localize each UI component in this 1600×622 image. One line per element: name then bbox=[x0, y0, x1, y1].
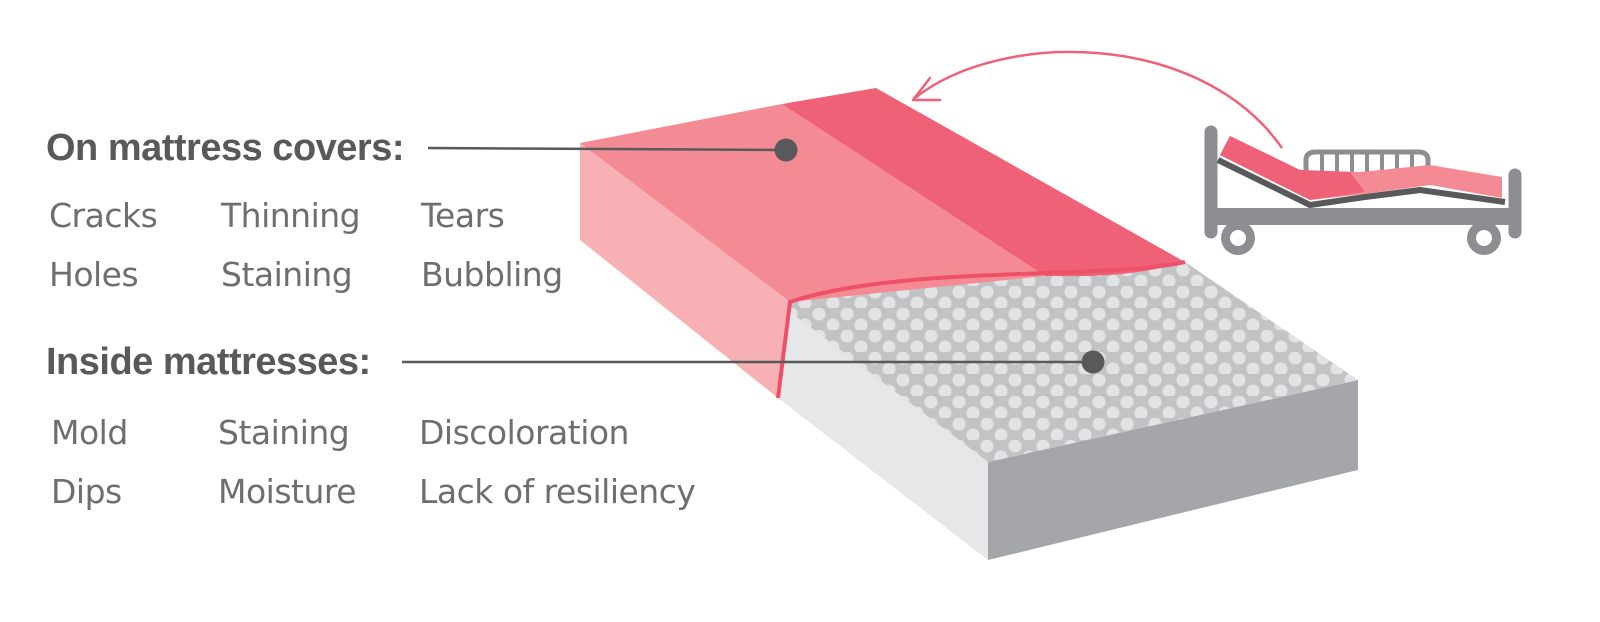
arrow-curve bbox=[914, 50, 1284, 149]
arrow-head bbox=[911, 76, 942, 102]
covers-item: Cracks bbox=[49, 196, 158, 235]
cover-peeled-edge bbox=[776, 260, 1186, 399]
pointer-arrow bbox=[911, 50, 1284, 149]
inside-heading: Inside mattresses: bbox=[46, 341, 371, 383]
mattress-cover bbox=[580, 88, 1186, 399]
covers-item: Holes bbox=[49, 255, 139, 294]
covers-item: Bubbling bbox=[421, 255, 563, 294]
covers-item: Thinning bbox=[221, 196, 361, 235]
foam-core bbox=[778, 262, 1358, 560]
hospital-bed-icon bbox=[1204, 125, 1522, 255]
cover-top-dark bbox=[782, 88, 1185, 277]
inside-item: Mold bbox=[51, 413, 128, 452]
cover-side bbox=[580, 143, 790, 398]
inside-item: Dips bbox=[51, 472, 122, 511]
covers-heading: On mattress covers: bbox=[46, 127, 405, 169]
leader-inside bbox=[402, 350, 1105, 374]
foam-side-front bbox=[778, 303, 988, 560]
leader-covers bbox=[427, 138, 798, 162]
cover-top-light bbox=[580, 104, 1045, 302]
inside-item: Discoloration bbox=[419, 413, 629, 452]
covers-item: Tears bbox=[421, 196, 505, 235]
covers-item: Staining bbox=[221, 255, 353, 294]
inside-item: Lack of resiliency bbox=[419, 472, 696, 511]
inside-item: Staining bbox=[218, 413, 350, 452]
foam-side-right bbox=[988, 380, 1358, 560]
inside-item: Moisture bbox=[218, 472, 357, 511]
